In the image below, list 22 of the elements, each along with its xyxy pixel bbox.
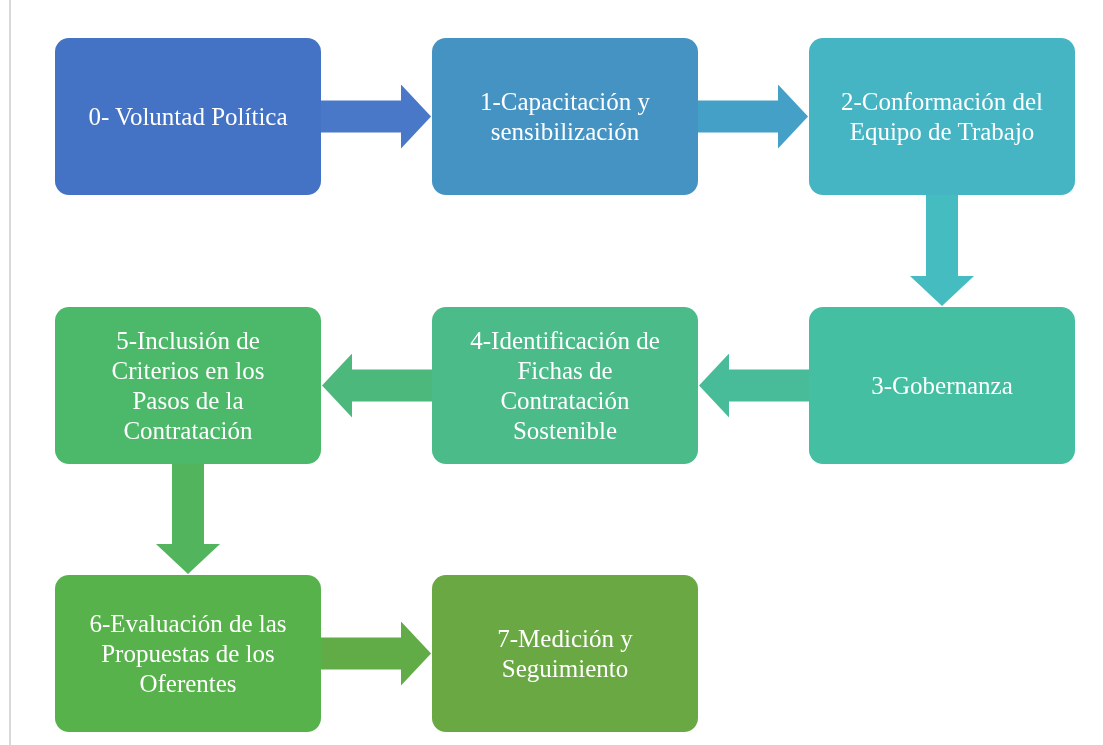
step-label: 0- Voluntad Política [88,101,288,132]
step-label: 6-Evaluación de las Propuestas de los Oferentes [88,608,288,699]
process-box [432,307,698,464]
process-box [55,38,321,195]
process-box [432,575,698,732]
block-arrow [321,84,431,149]
block-arrow [699,353,809,418]
block-arrow [156,464,220,574]
process-box [432,38,698,195]
step-label: 1-Capacitación y sensibilización [478,86,652,147]
step-label: 4-Identificación de Fichas de Contratación Sostenible [469,325,661,446]
block-arrow [322,353,432,418]
step-label: 7-Medición y Seguimiento [496,623,634,684]
step-label: 3-Gobernanza [871,370,1013,401]
process-box [809,38,1075,195]
step-label: 2-Conformación del Equipo de Trabajo [840,86,1044,147]
process-box [55,575,321,732]
process-box [809,307,1075,464]
step-label: 5-Inclusión de Criterios en los Pasos de la Contratación [110,325,266,446]
block-arrow [698,84,808,149]
block-arrow [910,195,974,306]
process-box [55,307,321,464]
